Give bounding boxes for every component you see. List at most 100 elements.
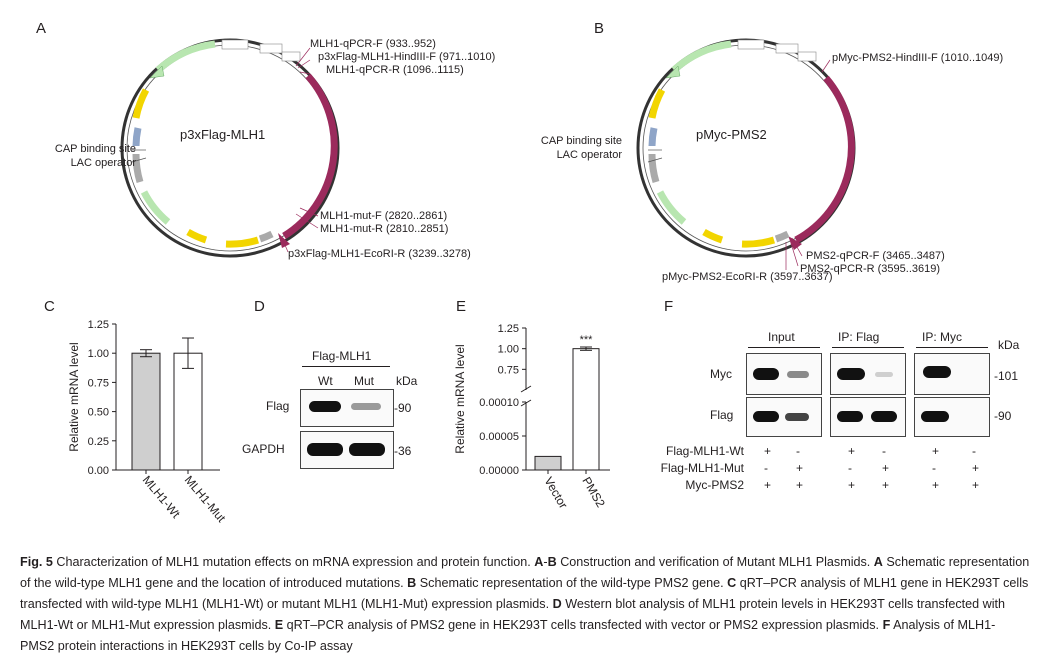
blot-row-label-flag: Flag [266,399,290,413]
caption-c-text: qRT–PCR analysis of MLH1 gene in HEK293T… [20,576,1029,611]
primer-label: MLH1-mut-F (2820..2861) [320,210,448,222]
blot-d-gapdh-band-box [300,431,394,469]
figure-caption: Fig. 5 Characterization of MLH1 mutation… [20,552,1030,657]
x-tick-label: Vector [541,475,570,511]
feature-gray-1 [132,153,144,183]
plasmid-name-a: p3xFlag-MLH1 [180,127,266,142]
blot-f-kda-myc: -101 [994,369,1019,383]
group-line-input [748,347,820,348]
blot-f-unit: kDa [998,338,1020,352]
blot-f-ipmyc-myc [914,353,990,395]
lac-operator-label: LAC operator [70,157,136,169]
y-tick-label: 0.00010 [479,397,519,409]
blot-f-ipmyc-flag [914,397,990,437]
condition-mark: + [972,478,980,492]
plasmid-b-left-labels: CAP binding site LAC operator [504,134,622,162]
x-tick-label: MLH1-Wt [140,473,184,521]
primer-label: pMyc-PMS2-HindIII-F (1010..1049) [832,52,1004,64]
blot-d-kda-flag: -90 [394,401,412,415]
feature-gray-1 [648,153,660,183]
condition-mark: + [932,444,940,458]
feature-green-1 [155,40,216,73]
feature-blue-1 [132,127,142,147]
feature-yellow-1 [648,88,666,119]
plasmid-a-left-labels: CAP binding site LAC operator [18,142,136,170]
insert-arrow-head [278,233,290,248]
feature-yellow-2 [702,228,724,244]
primer-label: MLH1-mut-R (2810..2851) [320,223,449,235]
condition-mark: + [848,478,856,492]
caption-d-label: D [552,597,562,611]
blot-f-kda-flag: -90 [994,409,1012,423]
plasmid-a-top-labels: MLH1-qPCR-F (933..952) p3xFlag-MLH1-Hind… [310,38,495,77]
caption-a-label: A [873,555,883,569]
condition-mark: + [796,478,804,492]
panel-label-b: B [594,20,605,37]
caption-ab-text: Construction and verification of Mutant … [560,555,871,569]
caption-b-label: B [407,576,417,590]
caption-intro: Characterization of MLH1 mutation effect… [56,555,531,569]
y-tick-label: 0.00000 [479,465,519,477]
blot-d-unit: kDa [396,374,418,388]
blot-d-header: Flag-MLH1 [312,349,372,363]
primer-label: p3xFlag-MLH1-HindIII-F (971..1010) [318,51,496,63]
feature-gray-2 [258,230,274,243]
condition-mark: - [764,461,768,475]
condition-mark: - [796,444,800,458]
bar-pms2 [572,348,600,471]
blot-f-input-myc [746,353,822,395]
y-tick-label: 0.25 [88,436,109,448]
group-label-ip-myc: IP: Myc [922,330,963,344]
plasmid-backbone-outer [120,38,340,258]
caption-c-label: C [727,576,737,590]
bar-mlh1-mut [173,352,203,471]
pms2-insert-arc [794,75,855,244]
primer-label: MLH1-qPCR-R (1096..1115) [326,64,464,76]
condition-mark: + [848,444,856,458]
caption-ab-dash: - [543,555,548,569]
bar-mlh1-wt [131,352,161,471]
feature-gray-2 [774,230,790,243]
cap-binding-site-label: CAP binding site [540,135,622,147]
blot-row-label-myc: Myc [710,367,732,381]
blot-row-label-gapdh: GAPDH [242,442,285,456]
caption-e-label: E [274,618,284,632]
condition-mark: - [972,444,976,458]
panel-label-e: E [456,298,467,315]
y-tick-label: 1.00 [88,348,109,360]
group-label-input: Input [768,330,795,344]
condition-mark: - [882,444,886,458]
bar-vector [534,455,562,471]
panel-label-a: A [36,20,47,37]
feature-green-2 [140,190,171,225]
blot-row-label-flag: Flag [710,408,734,422]
panel-label-d: D [254,298,265,315]
cap-binding-site-label: CAP binding site [54,143,136,155]
primer-label: p3xFlag-MLH1-EcoRI-R (3239..3278) [288,248,471,260]
primer-label: PMS2-qPCR-R (3595..3619) [800,263,941,275]
condition-mark: - [932,461,936,475]
y-tick-label: 0.00 [88,465,109,477]
mlh1-insert-arc [282,73,338,239]
caption-f-text: Analysis of MLH1- PMS2 protein interacti… [20,618,996,653]
condition-label: Flag-MLH1-Wt [665,444,744,458]
plasmid-map-b [636,38,856,270]
panel-label-c: C [44,298,55,315]
condition-mark: - [848,461,852,475]
fig-label: Fig. 5 [20,555,53,569]
caption-a-text: Schematic representation of the wild-typ… [20,555,1030,590]
condition-mark: + [972,461,980,475]
feature-yellow-3 [741,236,776,248]
condition-label: Flag-MLH1-Mut [660,461,744,475]
condition-mark: + [882,478,890,492]
feature-green-2 [656,190,687,225]
caption-e-text: qRT–PCR analysis of PMS2 gene in HEK293T… [286,618,880,632]
feature-green-1 [671,40,732,73]
band-mut [351,403,381,410]
blot-d-kda-gapdh: -36 [394,444,412,458]
axis-break-mark [520,385,532,393]
plasmid-map-a [120,38,340,258]
band-mut [349,443,385,456]
caption-d-text: Western blot analysis of MLH1 protein le… [20,597,1006,632]
group-line-ip-flag [832,347,904,348]
